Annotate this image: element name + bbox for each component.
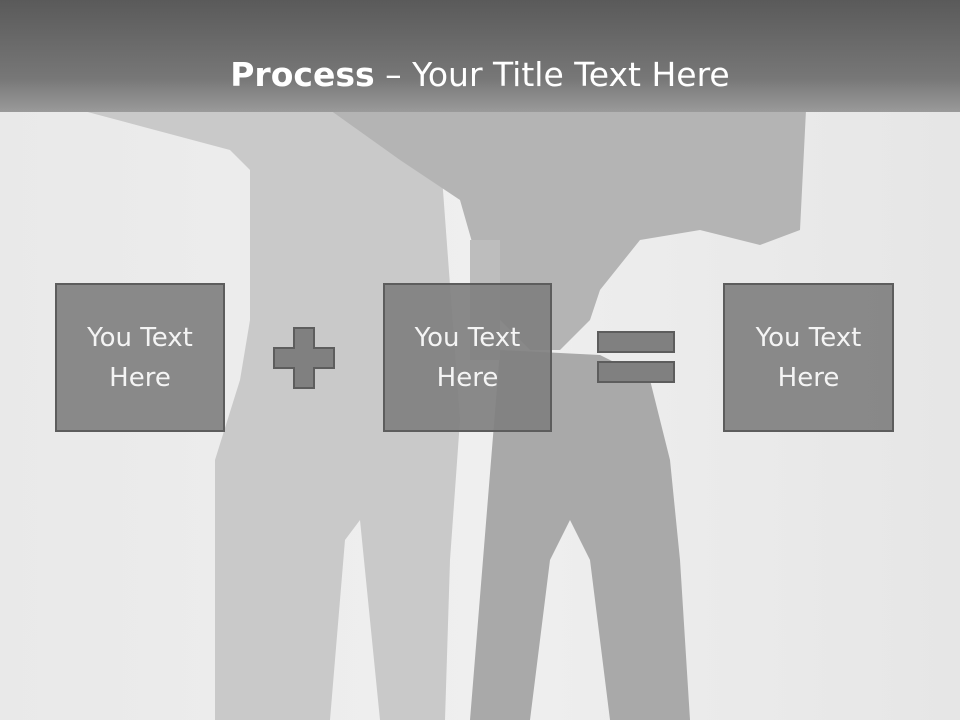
title-bar — [0, 0, 960, 112]
box-text-line1: You Text — [414, 322, 521, 353]
box-text-line1: You Text — [87, 322, 193, 353]
shadow-figure — [80, 110, 460, 720]
process-box-3[interactable]: You Text Here — [723, 283, 894, 432]
slide-title: Process – Your Title Text Here — [0, 52, 960, 98]
title-bold: Process — [230, 55, 375, 94]
process-box-2[interactable]: You Text Here — [383, 283, 552, 432]
box-text-line2: Here — [109, 362, 171, 393]
box-text-line2: Here — [436, 362, 499, 393]
painted-figure — [330, 110, 806, 350]
title-rest: – Your Title Text Here — [374, 55, 730, 94]
box-text-line1: You Text — [755, 322, 862, 353]
process-box-1[interactable]: You Text Here — [55, 283, 225, 432]
equals-icon — [597, 331, 675, 383]
box-text-line2: Here — [777, 362, 840, 393]
plus-icon — [273, 327, 335, 389]
